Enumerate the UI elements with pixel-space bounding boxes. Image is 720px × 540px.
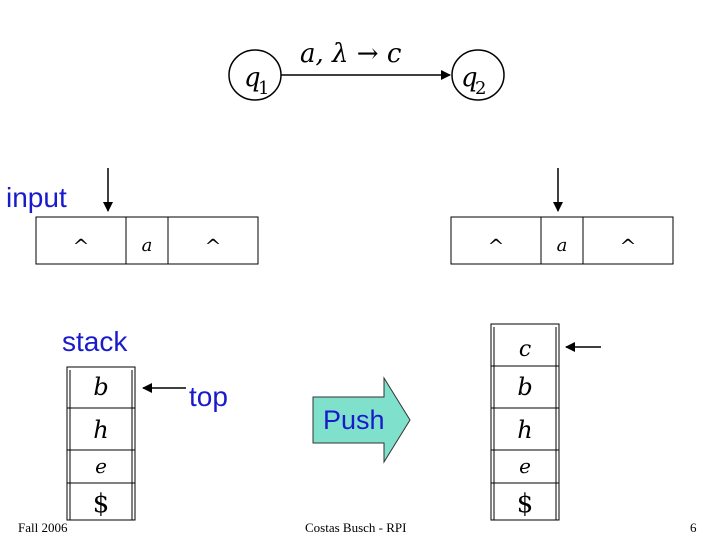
- tape-cell: a: [557, 235, 568, 256]
- stack-before: b h e $: [66, 366, 136, 521]
- stack-cell: h: [517, 416, 532, 444]
- state-q1-subscript: 1: [258, 78, 269, 99]
- tape-cell: ^: [205, 234, 222, 258]
- stack-cell: $: [93, 489, 110, 519]
- stack-cell: h: [93, 416, 108, 444]
- state-q2-subscript: 2: [475, 78, 486, 99]
- transition-label: a, λ → c: [300, 39, 402, 69]
- input-tape-before: ^ a ^: [35, 216, 259, 265]
- tape-cell: a: [142, 235, 153, 256]
- state-q1: q 1: [228, 49, 282, 101]
- push-arrow: [312, 376, 411, 464]
- stack-cell: e: [95, 454, 107, 478]
- stack-cell: c: [519, 337, 531, 362]
- tape-cell: ^: [620, 234, 637, 258]
- input-label: input: [6, 182, 67, 213]
- top-label: top: [189, 381, 228, 412]
- push-label: Push: [323, 405, 385, 435]
- footer-author: Costas Busch - RPI: [305, 520, 407, 535]
- stack-cell: b: [517, 373, 532, 401]
- slide-number: 6: [690, 520, 697, 535]
- input-tape-after: ^ a ^: [450, 216, 674, 265]
- stack-cell: b: [93, 373, 108, 401]
- stack-cell: e: [519, 454, 531, 478]
- stack-label: stack: [62, 326, 128, 357]
- state-q2-letter: q: [461, 63, 478, 93]
- stack-after: c b h e $: [490, 323, 560, 521]
- tape-cell: ^: [488, 234, 505, 258]
- state-q2: q 2: [451, 49, 505, 101]
- tape-cell: ^: [73, 234, 90, 258]
- stack-cell: $: [517, 489, 534, 519]
- state-q1-letter: q: [244, 63, 261, 93]
- footer-date: Fall 2006: [18, 520, 68, 535]
